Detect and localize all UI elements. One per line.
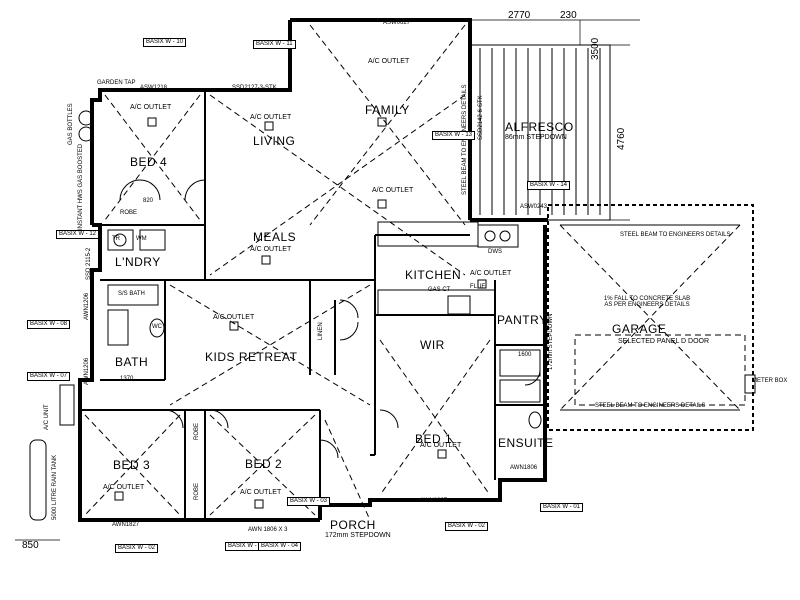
basix-w04: BASIX W - 04	[258, 542, 302, 551]
window-asw0627: ASW0627	[383, 20, 411, 26]
ac-outlet-label: A/C OUTLET	[103, 484, 145, 491]
ac-outlet-markers	[114, 117, 487, 509]
basix-w14: BASIX W - 14	[527, 181, 571, 190]
room-kids-retreat: KIDS RETREAT	[205, 350, 298, 364]
room-laundry: L'NDRY	[115, 255, 161, 269]
note-wc: WC	[152, 324, 162, 330]
note-wm: WM	[136, 236, 147, 242]
dim-230: 230	[560, 10, 577, 21]
note-garden-tap: GARDEN TAP	[97, 80, 136, 86]
window-awn1806x3: AWN 1806 X 3	[248, 527, 288, 533]
room-kitchen: KITCHEN	[405, 268, 462, 282]
note-ac-unit: A/C UNIT	[44, 404, 50, 430]
dim-1370: 1370	[120, 376, 134, 382]
note-robe: ROBE	[120, 210, 138, 216]
room-alfresco: ALFRESCO	[505, 120, 574, 134]
note-robe-bed2: ROBE	[194, 482, 200, 500]
basix-w01: BASIX W - 01	[540, 503, 584, 512]
window-ssd2115: SSD 2115-2	[86, 247, 92, 280]
note-hws: INSTANT HWS GAS BOOSTED	[78, 143, 84, 230]
ac-outlet-label: A/C OUTLET	[130, 104, 172, 111]
room-family: FAMILY	[365, 103, 410, 117]
room-ensuite: ENSUITE	[498, 436, 554, 450]
note-trough: TR	[112, 236, 120, 242]
room-bed2: BED 2	[245, 457, 283, 471]
room-wir: WIR	[420, 338, 445, 352]
window-awn1206-b: AWN1206	[84, 357, 90, 385]
window-awn1827-b: AWN1827	[420, 498, 448, 504]
window-ssd2127: SSD2127-3-STK	[232, 85, 277, 91]
room-bed1: BED 1	[415, 432, 453, 446]
door-swings	[119, 179, 541, 459]
ac-unit-box	[59, 384, 75, 426]
gas-bottle	[78, 126, 94, 142]
rain-tank	[29, 439, 47, 521]
room-garage: GARAGE	[612, 322, 667, 336]
ac-outlet-label: A/C OUTLET	[470, 270, 512, 277]
basix-w07: BASIX W - 07	[27, 372, 71, 381]
ac-outlet-label: A/C OUTLET	[250, 114, 292, 121]
meter-box-outline	[744, 374, 756, 394]
ac-outlet-label: A/C OUTLET	[368, 58, 410, 65]
ac-outlet-label: A/C OUTLET	[250, 246, 292, 253]
basix-w08: BASIX W - 08	[27, 320, 71, 329]
dim-820: 820	[143, 198, 154, 204]
window-awn1806: AWN1806	[510, 465, 538, 471]
window-asw0243: ASW0243	[520, 204, 548, 210]
window-awn1827-a: AWN1827	[112, 522, 140, 528]
dim-3500: 3500	[590, 37, 601, 60]
room-living: LIVING	[253, 134, 296, 148]
basix-w11: BASIX W - 11	[253, 40, 296, 49]
ac-outlet-label: A/C OUTLET	[213, 314, 255, 321]
room-bath: BATH	[115, 355, 149, 369]
window-awn1206-a: AWN1206	[84, 292, 90, 320]
basix-w02b: BASIX W - 02	[115, 544, 159, 553]
basix-w13: BASIX W - 13	[432, 131, 476, 140]
ac-outlet-label: A/C OUTLET	[372, 187, 414, 194]
dim-4760: 4760	[616, 127, 627, 150]
dim-850: 850	[22, 540, 39, 551]
note-dishwasher: DWS	[488, 249, 502, 255]
garage-lines	[547, 204, 754, 431]
ac-outlet-label: A/C OUTLET	[240, 489, 282, 496]
porch-stepdown-note: 172mm STEPDOWN	[325, 532, 391, 539]
note-beam-bottom: STEEL BEAM TO ENGINEERS DETAILS	[595, 403, 706, 409]
window-asw1218: ASW1218	[140, 85, 168, 91]
note-bath-size: S/S BATH	[118, 291, 145, 297]
note-flue: FLUE	[470, 284, 486, 290]
ac-outlet-label: A/C OUTLET	[420, 442, 462, 449]
basix-w02: BASIX W - 02	[445, 522, 489, 531]
note-gas-bottles: GAS BOTTLES	[68, 103, 74, 145]
window-ssd2142: SSD2142-6-STK	[478, 95, 484, 140]
note-fall: 1% FALL TO CONCRETE SLAB AS PER ENGINEER…	[603, 296, 691, 308]
basix-w03: BASIX W - 03	[287, 497, 331, 506]
room-meals: MEALS	[253, 230, 297, 244]
note-linen: LINEN	[318, 322, 324, 340]
bath-fixtures	[107, 229, 166, 346]
room-bed3: BED 3	[113, 458, 151, 472]
note-meter-box: METER BOX	[752, 378, 788, 384]
room-bed4: BED 4	[130, 155, 168, 169]
dimension-lines	[15, 19, 640, 541]
note-garage-stepdown: 172mm STEPDOWN	[548, 313, 554, 370]
dim-1600: 1600	[518, 352, 532, 358]
dim-2770: 2770	[508, 10, 531, 21]
room-pantry: PANTRY	[497, 313, 548, 327]
basix-w12: BASIX W - 12	[56, 230, 100, 239]
room-porch: PORCH	[330, 518, 376, 532]
internal-walls	[80, 90, 545, 520]
note-gas-ct: GAS CT	[428, 287, 451, 293]
gas-bottle	[78, 110, 94, 126]
note-rain-tank: 5000 LITRE RAIN TANK	[52, 454, 58, 520]
garage-door-note: SELECTED PANEL D DOOR	[618, 338, 710, 345]
kitchen-benches	[377, 221, 519, 316]
note-robe-bed3: ROBE	[194, 422, 200, 440]
basix-w10: BASIX W - 10	[143, 38, 187, 47]
alfresco-stepdown-note: 86mm STEPDOWN	[505, 134, 567, 141]
note-beam-top: STEEL BEAM TO ENGINEERS DETAILS	[620, 232, 731, 238]
ensuite-fixtures	[499, 349, 542, 429]
